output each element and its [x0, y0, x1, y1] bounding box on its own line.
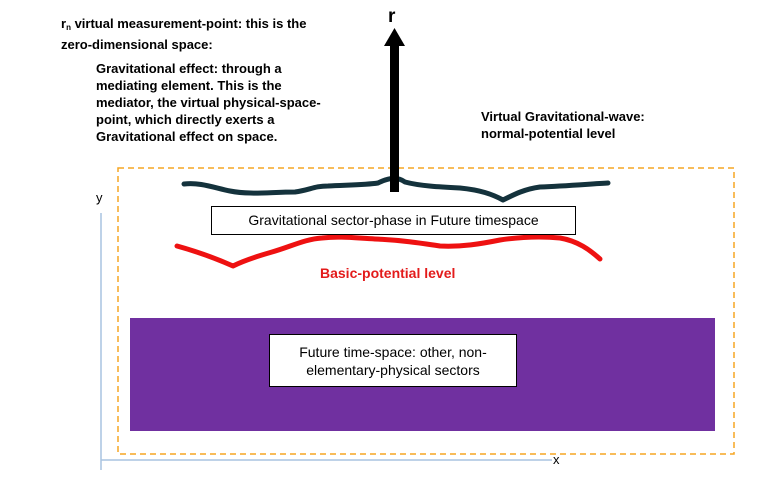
basic-potential-label: Basic-potential level — [320, 265, 456, 281]
virtual-wave-label: Virtual Gravitational-wave: normal-poten… — [481, 108, 645, 142]
measurement-point-r: r — [61, 16, 67, 31]
x-axis-label: x — [553, 452, 560, 467]
basic-potential-wave-line — [174, 234, 603, 269]
measurement-point-line1: virtual measurement-point: this is the — [70, 16, 307, 31]
sector-phase-box: Gravitational sector-phase in Future tim… — [211, 206, 576, 235]
y-axis-label: y — [96, 190, 103, 205]
dashed-region-border — [117, 167, 735, 455]
measurement-point-label: rn virtual measurement-point: this is th… — [61, 15, 306, 53]
mediator-line3-b: virtual physical-space- — [180, 95, 321, 110]
r-arrow-shaft — [390, 44, 399, 192]
measurement-point-subscript: n — [66, 23, 71, 32]
virtual-wave-line2: normal-potential level — [481, 126, 616, 141]
mediator-line4: point, which directly exerts a — [96, 112, 275, 127]
future-box-line2: elementary-physical sectors — [306, 362, 480, 378]
virtual-wave-line1: Virtual Gravitational-wave: — [481, 109, 645, 124]
mediator-line3-a: mediator, the — [96, 95, 181, 110]
mediator-label: Gravitational effect: through a mediatin… — [96, 60, 321, 145]
mediator-line5: Gravitational effect on space. — [96, 129, 278, 144]
measurement-point-line2: zero-dimensional space: — [61, 37, 213, 52]
future-timespace-box: Future time-space: other, non- elementar… — [269, 334, 517, 387]
r-arrow-label: r — [388, 6, 396, 27]
r-arrow-head — [384, 28, 405, 46]
mediator-line1: Gravitational effect: through a — [96, 61, 282, 76]
future-box-line1: Future time-space: other, non- — [299, 344, 487, 360]
mediator-line2: mediating element. This is the — [96, 78, 282, 93]
